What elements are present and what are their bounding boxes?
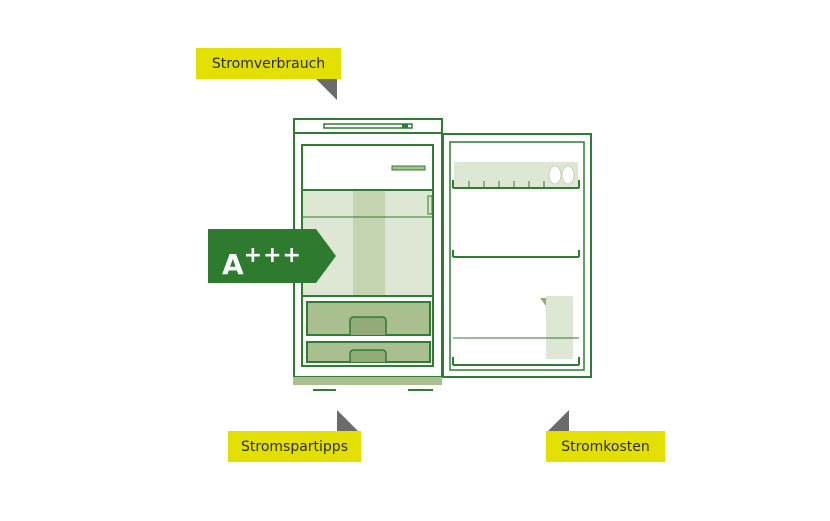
center-column: [353, 191, 385, 296]
freezer-handle: [391, 165, 426, 171]
callout-stromkosten-label: Stromkosten: [561, 438, 650, 455]
egg: [548, 165, 562, 185]
open-door: [442, 133, 592, 378]
callout-stromverbrauch-label: Stromverbrauch: [211, 55, 326, 72]
egg: [561, 165, 575, 185]
energy-grade-plus: +++: [243, 243, 302, 268]
callout-stromkosten-pointer: [548, 410, 569, 431]
callout-stromverbrauch-pointer: [316, 79, 337, 100]
callout-stromkosten[interactable]: Stromkosten: [546, 431, 665, 462]
callout-stromspartipps-pointer: [337, 410, 358, 431]
control-display: [323, 123, 413, 129]
energy-label-badge: A+++: [208, 229, 336, 283]
open-door-inner: [449, 141, 585, 371]
callout-stromspartipps-label: Stromspartipps: [241, 438, 348, 455]
callout-stromspartipps[interactable]: Stromspartipps: [228, 431, 361, 462]
control-panel: [293, 118, 443, 134]
energy-grade: A+++: [222, 239, 302, 282]
callout-stromverbrauch[interactable]: Stromverbrauch: [196, 48, 341, 79]
energy-grade-letter: A: [222, 248, 244, 281]
badge-arrow-shape: [208, 229, 336, 283]
base-plinth: [293, 377, 442, 385]
carton: [546, 296, 573, 359]
